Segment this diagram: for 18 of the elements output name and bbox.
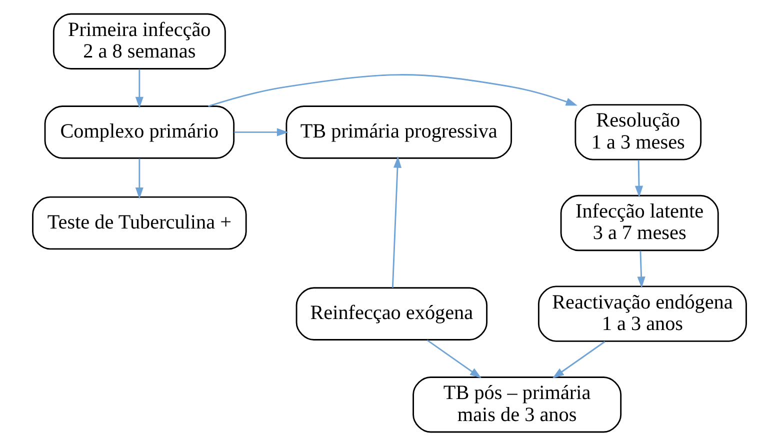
node-box: Complexo primário (44, 106, 234, 159)
arrow (208, 74, 577, 107)
node-box: Resolução 1 a 3 meses (574, 104, 702, 160)
arrow (234, 128, 288, 136)
node-box: Primeira infecção 2 a 8 semanas (52, 13, 226, 70)
arrow (636, 250, 645, 288)
node-box: Reactivação endógena 1 a 3 anos (537, 286, 746, 342)
node-box: Reinfecçao exógena (295, 287, 488, 340)
node-box: TB pós – primária mais de 3 anos (412, 376, 622, 433)
node-box: TB primária progressiva (285, 106, 512, 159)
arrow (134, 69, 143, 108)
node-box: Infecção latente 3 a 7 meses (560, 194, 718, 252)
arrow (426, 340, 481, 378)
node-box: Teste de Tuberculina + (32, 196, 246, 250)
arrow (634, 160, 643, 198)
arrow (552, 341, 605, 378)
arrow (391, 156, 402, 288)
arrow (134, 158, 143, 200)
